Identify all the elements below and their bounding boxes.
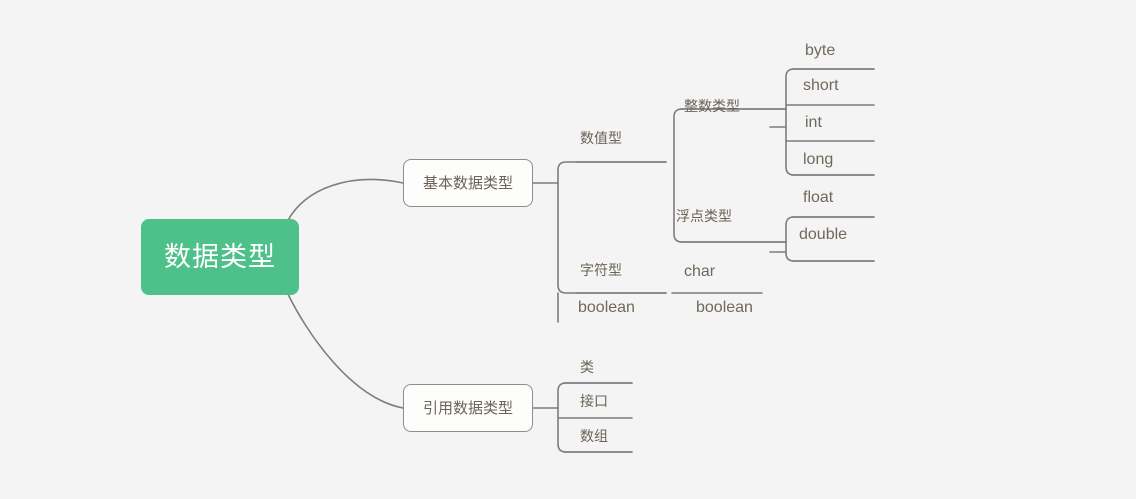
node-interface-label: 接口	[580, 393, 608, 409]
node-array-label: 数组	[580, 428, 608, 444]
root-node[interactable]: 数据类型	[141, 219, 299, 295]
link-root-to-basic	[286, 178, 404, 223]
node-char-type[interactable]: 字符型	[580, 263, 622, 277]
node-array[interactable]: 数组	[580, 429, 608, 443]
node-integer-type-label: 整数类型	[684, 98, 740, 114]
node-boolean-type-label: boolean	[578, 299, 635, 316]
node-numeric-label: 数值型	[580, 130, 622, 146]
node-byte[interactable]: byte	[805, 43, 835, 59]
node-byte-label: byte	[805, 42, 836, 59]
node-double[interactable]: double	[799, 227, 847, 243]
node-int-label: int	[805, 114, 822, 131]
node-numeric[interactable]: 数值型	[580, 131, 622, 145]
node-char-type-label: 字符型	[580, 262, 622, 278]
node-boolean-leaf[interactable]: boolean	[696, 300, 753, 316]
node-class-label: 类	[580, 359, 594, 375]
node-floating-type-label: 浮点类型	[676, 208, 732, 224]
node-long[interactable]: long	[803, 152, 833, 168]
node-short[interactable]: short	[803, 78, 839, 94]
node-boolean-type[interactable]: boolean	[578, 300, 635, 316]
root-node-label: 数据类型	[164, 241, 276, 272]
node-short-label: short	[803, 77, 839, 94]
link-root-to-reference	[286, 291, 404, 409]
node-reference-data-type[interactable]: 引用数据类型	[403, 384, 533, 432]
node-interface[interactable]: 接口	[580, 394, 608, 408]
node-boolean-leaf-label: boolean	[696, 299, 753, 316]
node-int[interactable]: int	[805, 115, 822, 131]
node-char[interactable]: char	[684, 264, 715, 280]
node-float[interactable]: float	[803, 190, 833, 206]
node-double-label: double	[799, 226, 848, 243]
node-char-label: char	[684, 263, 716, 280]
node-reference-data-type-label: 引用数据类型	[422, 399, 513, 417]
node-class[interactable]: 类	[580, 360, 594, 374]
node-integer-type[interactable]: 整数类型	[684, 99, 740, 113]
node-basic-data-type-label: 基本数据类型	[422, 174, 513, 192]
node-basic-data-type[interactable]: 基本数据类型	[403, 159, 533, 207]
node-long-label: long	[803, 151, 834, 168]
node-floating-type[interactable]: 浮点类型	[676, 209, 732, 223]
node-float-label: float	[803, 189, 834, 206]
